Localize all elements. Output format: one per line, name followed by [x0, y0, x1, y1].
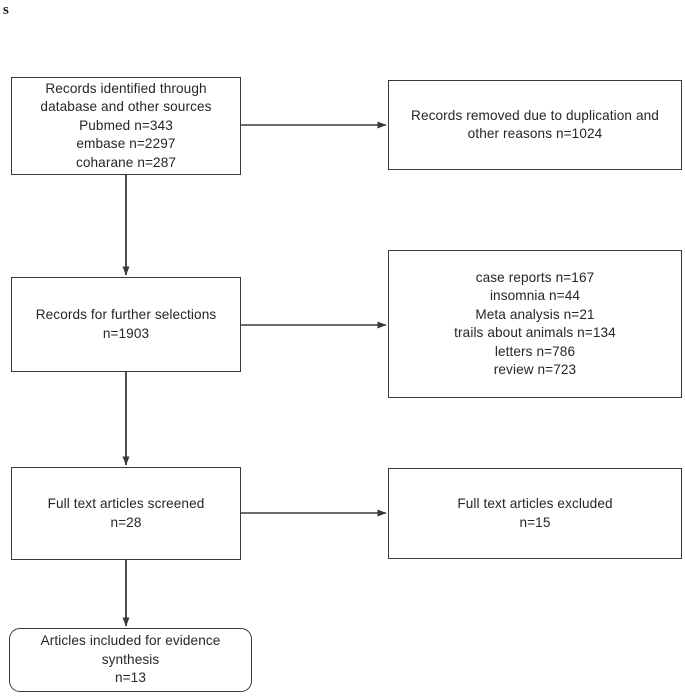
- records-identified-text: Records identified through database and …: [40, 80, 212, 170]
- full-text-excluded-text: Full text articles excluded n=15: [457, 496, 613, 530]
- full-text-excluded-box: Full text articles excluded n=15: [388, 468, 682, 559]
- records-removed-duplication-text: Records removed due to duplication and o…: [411, 107, 659, 142]
- records-further-selection-text: Records for further selections n=1903: [35, 307, 217, 341]
- exclusion-reasons-box: case reports n=167 insomnia n=44 Meta an…: [388, 250, 682, 398]
- full-text-screened-text: Full text articles screened n=28: [47, 496, 205, 530]
- stray-glyph: s: [3, 2, 9, 18]
- exclusion-reasons-text: case reports n=167 insomnia n=44 Meta an…: [454, 269, 616, 378]
- articles-included-box: Articles included for evidence synthesis…: [9, 628, 252, 692]
- full-text-screened-box: Full text articles screened n=28: [11, 467, 241, 560]
- records-identified-box: Records identified through database and …: [11, 77, 241, 175]
- articles-included-text: Articles included for evidence synthesis…: [40, 633, 221, 686]
- records-further-selection-box: Records for further selections n=1903: [11, 277, 241, 372]
- records-removed-duplication-box: Records removed due to duplication and o…: [388, 80, 682, 170]
